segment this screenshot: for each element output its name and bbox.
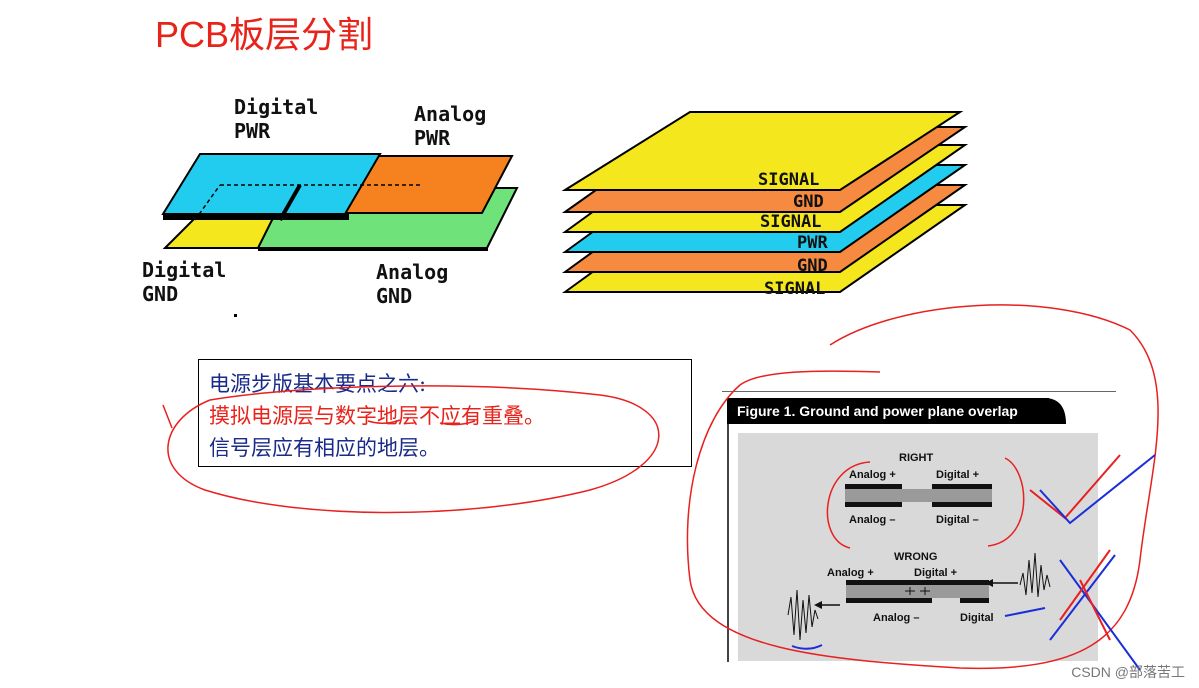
wrong-plane-graphic xyxy=(787,552,1051,641)
figure-panel xyxy=(738,433,1098,661)
stack-layer-5-label: GND xyxy=(797,256,828,276)
stack-layer-1-label: SIGNAL xyxy=(758,170,820,190)
dot-mark xyxy=(234,314,237,317)
check-mark-blue xyxy=(1039,454,1156,525)
stack-layer-3-label: SIGNAL xyxy=(760,212,822,232)
stack-layer-2-label: GND xyxy=(793,192,824,212)
stack-layer-6-label: SIGNAL xyxy=(764,279,826,299)
figure-title-tab xyxy=(1036,398,1066,424)
wrong-analog-plus: Analog + xyxy=(827,567,874,579)
note-line-1: 电源步版基本要点之六: xyxy=(209,372,427,396)
right-label: RIGHT xyxy=(899,452,934,464)
right-digital-plus: Digital + xyxy=(936,469,980,481)
right-bracket-annotation xyxy=(826,457,1025,549)
check-mark-red xyxy=(1029,454,1121,520)
figure-top-rule xyxy=(722,391,1116,392)
right-analog-minus: Analog – xyxy=(849,514,896,526)
note-circle-annotation xyxy=(167,385,660,514)
wrong-analog-minus: Analog – xyxy=(873,612,920,624)
note-box: 电源步版基本要点之六: 摸拟电源层与数字地层不应有重叠。 信号层应有相应的地层。 xyxy=(198,359,692,467)
csdn-watermark: CSDN @部落苦工 xyxy=(1071,664,1185,680)
page-title: PCB板层分割 xyxy=(155,14,374,55)
note-line-3: 信号层应有相应的地层。 xyxy=(209,436,440,460)
right-plane-graphic xyxy=(845,484,992,507)
figure-left-rule xyxy=(727,424,729,662)
figure-title: Figure 1. Ground and power plane overlap xyxy=(727,398,1049,424)
cross-mark-blue xyxy=(1049,554,1141,671)
right-analog-plus: Analog + xyxy=(849,469,896,481)
wrong-digital-minus: Digital xyxy=(960,612,994,624)
figure-circle-annotation xyxy=(686,304,1159,670)
right-digital-minus: Digital – xyxy=(936,514,979,526)
wrong-label: WRONG xyxy=(894,551,938,563)
stack-layer-4-label: PWR xyxy=(797,233,828,253)
split-plane-diagram xyxy=(161,153,519,251)
note-line-2: 摸拟电源层与数字地层不应有重叠。 xyxy=(209,404,545,428)
wrong-digital-plus: Digital + xyxy=(914,567,958,579)
layer-stack-diagram xyxy=(561,111,969,293)
cross-mark-red xyxy=(1059,549,1111,641)
